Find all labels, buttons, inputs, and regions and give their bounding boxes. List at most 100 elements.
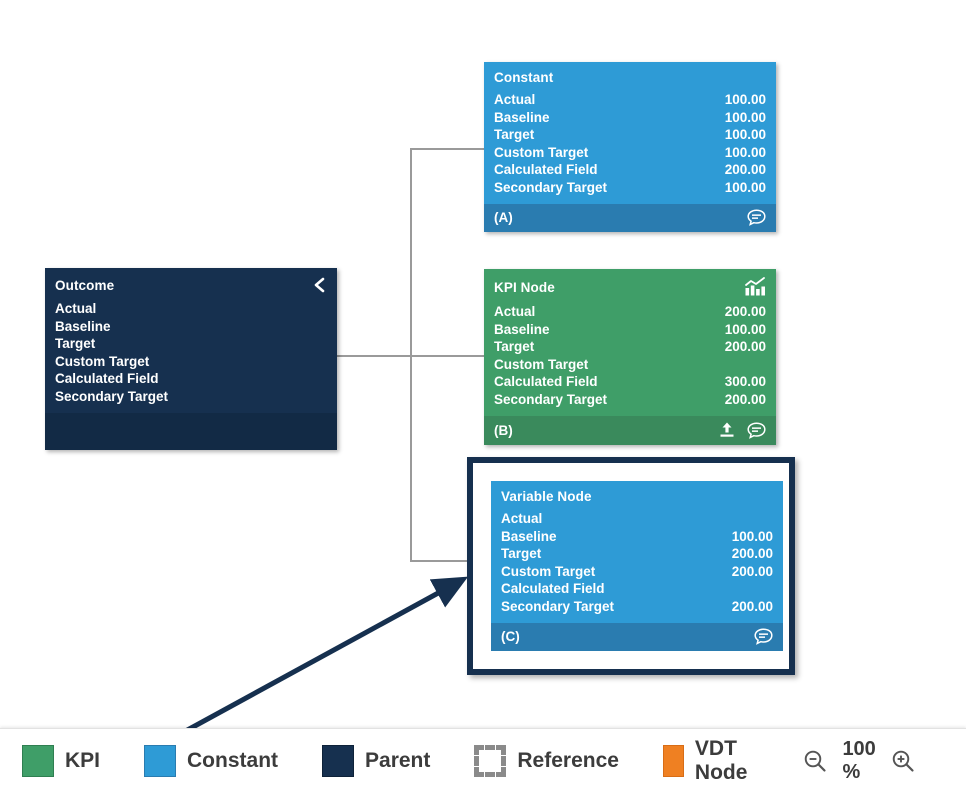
legend-item-constant[interactable]: Constant <box>144 745 278 777</box>
node-row: Custom Target <box>55 353 327 371</box>
node-footer-label: (B) <box>494 422 513 438</box>
node-kpi[interactable]: KPI Node Actual 200.00 Baseline 100.00 Tar… <box>484 269 776 445</box>
kpi-swatch-icon <box>22 745 54 777</box>
node-header: Variable Node <box>491 481 783 506</box>
legend-item-vdt-node[interactable]: VDT Node <box>662 737 759 785</box>
node-footer-label: (A) <box>494 210 513 225</box>
legend-label: Reference <box>517 749 619 772</box>
row-value: 100.00 <box>724 127 766 142</box>
node-footer: (A) <box>484 204 776 232</box>
connector-outcome-stub <box>337 355 411 357</box>
legend-bar: KPI Constant Parent Reference VDT Node 1… <box>0 728 966 793</box>
node-row: Secondary Target 200.00 <box>501 598 773 616</box>
node-row: Target <box>55 335 327 353</box>
node-title: KPI Node <box>494 279 555 295</box>
node-footer: (C) <box>491 623 783 651</box>
comment-icon[interactable] <box>747 421 766 439</box>
diagram-canvas[interactable]: Outcome Actual Baseline Target Custom Ta… <box>0 0 966 728</box>
row-label: Calculated Field <box>494 374 598 389</box>
node-row: Custom Target <box>494 356 766 374</box>
node-row: Custom Target 200.00 <box>501 563 773 581</box>
node-row: Target 200.00 <box>494 338 766 356</box>
chart-icon[interactable] <box>744 277 766 297</box>
row-label: Secondary Target <box>501 598 615 614</box>
legend-item-kpi[interactable]: KPI <box>22 745 100 777</box>
node-row: Baseline <box>55 318 327 336</box>
comment-icon[interactable] <box>754 628 773 645</box>
row-value: 100.00 <box>731 528 773 544</box>
row-label: Baseline <box>494 321 550 337</box>
row-label: Custom Target <box>494 144 589 160</box>
node-row: Baseline 100.00 <box>501 528 773 546</box>
connector-branch-kpi <box>410 355 486 357</box>
reference-dashed-square-icon <box>474 745 507 777</box>
node-footer <box>45 413 337 450</box>
row-value: 100.00 <box>724 321 766 337</box>
connector-branch-constant <box>410 148 486 150</box>
node-header: Constant <box>484 62 776 87</box>
chevron-left-icon[interactable] <box>311 276 327 294</box>
legend-label: Constant <box>187 749 279 772</box>
row-value: 200.00 <box>731 546 773 561</box>
node-row: Baseline 100.00 <box>494 321 766 339</box>
node-row: Actual <box>501 510 773 528</box>
row-label: Target <box>494 127 535 142</box>
node-row: Calculated Field <box>501 580 773 598</box>
row-label: Target <box>501 546 542 561</box>
zoom-out-icon[interactable] <box>802 748 828 774</box>
row-value: 100.00 <box>724 109 766 125</box>
row-label: Actual <box>494 92 536 107</box>
node-variable-selection[interactable]: Variable Node Actual Baseline 100.00 Targ… <box>467 457 795 675</box>
row-value: 200.00 <box>724 162 766 177</box>
node-title: Variable Node <box>501 489 592 504</box>
row-value: 100.00 <box>724 92 766 107</box>
node-footer-label: (C) <box>501 629 520 644</box>
row-value: 200.00 <box>724 339 766 354</box>
node-header: KPI Node <box>484 269 776 299</box>
row-value: 200.00 <box>724 304 766 319</box>
node-footer-icons <box>754 628 773 645</box>
row-label: Custom Target <box>501 563 596 579</box>
node-row: Actual 200.00 <box>494 303 766 321</box>
constant-swatch-icon <box>144 745 177 777</box>
zoom-controls: 100 % <box>802 738 915 784</box>
legend-label: VDT Node <box>694 737 748 784</box>
row-value: 200.00 <box>731 598 773 614</box>
row-label: Target <box>494 339 535 354</box>
node-title: Outcome <box>55 277 115 293</box>
node-variable[interactable]: Variable Node Actual Baseline 100.00 Targ… <box>491 481 783 651</box>
row-label: Custom Target <box>494 356 589 372</box>
node-row: Custom Target 100.00 <box>494 144 766 162</box>
node-row: Actual 100.00 <box>494 91 766 109</box>
zoom-in-icon[interactable] <box>890 748 916 774</box>
node-header: Outcome <box>45 268 337 296</box>
node-row: Target 200.00 <box>501 545 773 563</box>
row-label: Secondary Target <box>55 388 169 404</box>
row-label: Baseline <box>501 528 557 544</box>
node-row: Actual <box>55 300 327 318</box>
publish-icon[interactable] <box>718 421 736 439</box>
node-rows: Actual Baseline 100.00 Target 200.00 Custo… <box>491 506 783 623</box>
legend-label: KPI <box>65 749 101 772</box>
legend-label: Parent <box>365 749 431 772</box>
node-row: Target 100.00 <box>494 126 766 144</box>
legend-item-parent[interactable]: Parent <box>322 745 430 777</box>
row-value: 100.00 <box>724 179 766 195</box>
row-label: Target <box>55 336 96 351</box>
node-row: Calculated Field <box>55 370 327 388</box>
node-footer: (B) <box>484 416 776 445</box>
row-value: 200.00 <box>731 563 773 579</box>
node-outcome[interactable]: Outcome Actual Baseline Target Custom Ta… <box>45 268 337 450</box>
row-value: 100.00 <box>724 144 766 160</box>
row-label: Secondary Target <box>494 391 608 407</box>
comment-icon[interactable] <box>747 209 766 226</box>
row-label: Actual <box>494 304 536 319</box>
row-label: Baseline <box>55 318 111 334</box>
legend-item-reference[interactable]: Reference <box>474 745 619 777</box>
row-label: Calculated Field <box>501 581 605 596</box>
